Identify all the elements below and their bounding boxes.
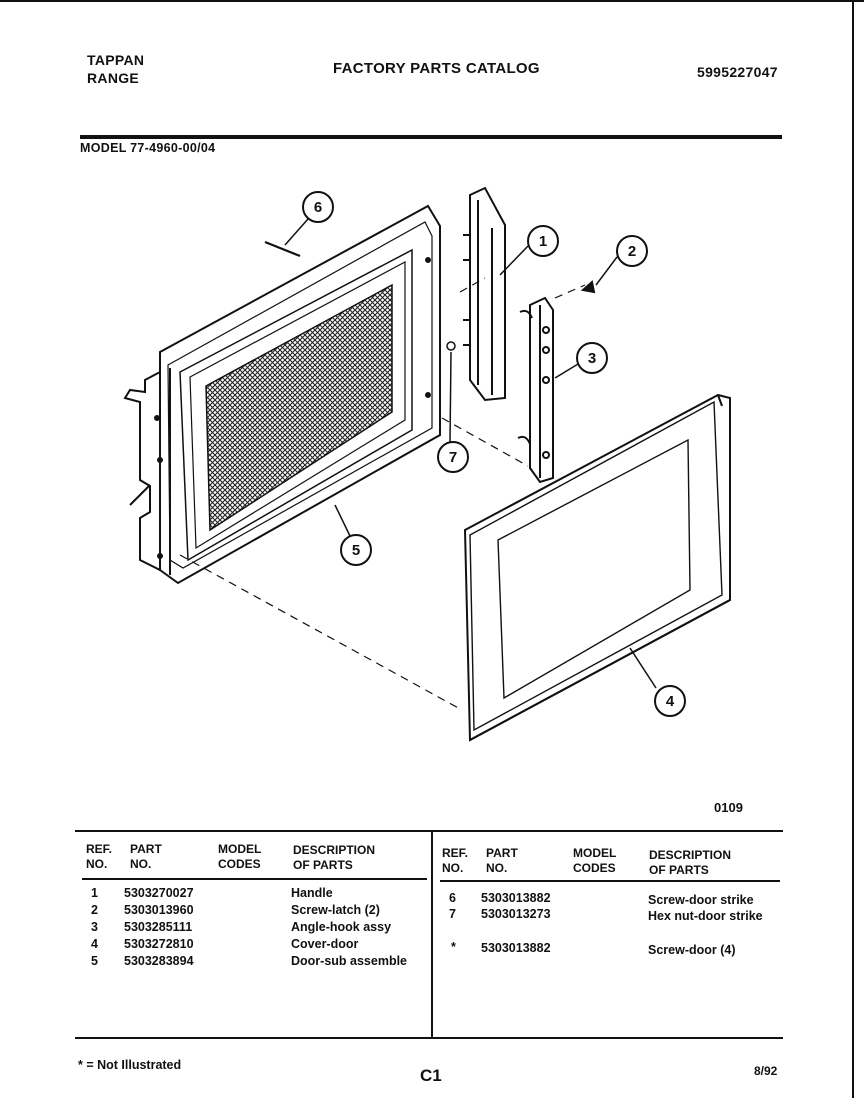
callout-1-label: 1 [539, 233, 547, 250]
right-header-model-1: MODEL [573, 846, 617, 860]
callout-7 [437, 441, 469, 473]
not-illustrated-note: * = Not Illustrated [78, 1058, 182, 1072]
row-ref: 3 [91, 920, 98, 934]
assembly-guide-lines [179, 277, 586, 711]
row-part: 5303013882 [481, 891, 551, 905]
callout-2-label: 2 [628, 243, 636, 260]
callout-2 [616, 235, 648, 267]
catalog-title: FACTORY PARTS CATALOG [333, 60, 540, 77]
callout-4-label: 4 [666, 693, 675, 710]
row-part: 5303270027 [124, 886, 194, 900]
row-desc: Door-sub assemble [291, 954, 408, 968]
screw-door-strike [264, 240, 301, 258]
left-header-ref-2: NO. [86, 857, 108, 871]
right-header-part-2: NO. [486, 861, 508, 875]
right-header-ref-2: NO. [442, 861, 464, 875]
model-number: MODEL 77-4960-00/04 [80, 141, 216, 155]
row-part: 5303013882 [481, 941, 551, 955]
right-header-part-1: PART [486, 846, 518, 860]
row-desc: Angle-hook assy [291, 920, 392, 934]
callout-5-label: 5 [352, 542, 360, 559]
table-top-rule [75, 830, 783, 832]
table-divider [431, 830, 433, 1039]
row-desc: Cover-door [291, 937, 359, 951]
right-header-desc-1: DESCRIPTION [649, 848, 732, 862]
page-number: C1 [420, 1066, 442, 1085]
right-header-model-2: CODES [573, 861, 616, 875]
table-header-rule-left [82, 878, 427, 880]
right-header-desc-2: OF PARTS [649, 863, 709, 877]
angle-hook-assembly [517, 296, 554, 484]
callout-3-label: 3 [588, 350, 596, 367]
left-header-desc-1: DESCRIPTION [293, 843, 376, 857]
table-bottom-rule [75, 1037, 783, 1039]
left-header-desc-2: OF PARTS [293, 858, 353, 872]
row-desc: Handle [291, 886, 333, 900]
page-border-top [0, 0, 864, 2]
screw-latch [580, 280, 596, 294]
cover-door-glass [463, 393, 731, 742]
callout-4 [654, 685, 686, 717]
header-rule [80, 135, 782, 139]
left-header-part-1: PART [130, 842, 162, 856]
row-ref: 2 [91, 903, 98, 917]
handle-part [463, 186, 506, 402]
left-header-model-1: MODEL [218, 842, 262, 856]
row-part: 5303285111 [124, 920, 193, 934]
row-ref: 1 [91, 886, 98, 900]
callout-5 [340, 534, 372, 566]
row-ref: 7 [449, 907, 456, 921]
page-border-right [852, 0, 854, 1098]
callout-7-label: 7 [449, 449, 457, 466]
left-header-model-2: CODES [218, 857, 261, 871]
row-ref: 5 [91, 954, 98, 968]
row-desc: Screw-door (4) [648, 943, 736, 957]
callout-6 [302, 191, 334, 223]
callout-1 [527, 225, 559, 257]
exploded-parts-diagram: 6 1 2 3 7 5 4 [123, 186, 731, 742]
callout-3 [576, 342, 608, 374]
callout-circles [302, 191, 686, 717]
brand-name: TAPPAN [87, 52, 145, 68]
left-header-part-2: NO. [130, 857, 152, 871]
table-header-rule-right [440, 880, 780, 882]
row-part: 5303013273 [481, 907, 551, 921]
door-sub-assembly [123, 204, 441, 585]
row-part: 5303272810 [124, 937, 194, 951]
left-header-ref-1: REF. [86, 842, 113, 856]
product-name: RANGE [87, 70, 140, 86]
row-part: 5303283894 [124, 954, 194, 968]
row-ref: * [451, 940, 456, 954]
row-ref: 4 [91, 937, 98, 951]
callout-6-label: 6 [314, 199, 322, 216]
row-ref: 6 [449, 891, 456, 905]
callout-leaders [284, 218, 657, 689]
hex-nut [446, 341, 456, 351]
row-desc: Screw-door strike [648, 893, 754, 907]
catalog-number: 5995227047 [697, 64, 778, 80]
row-desc: Screw-latch (2) [291, 903, 380, 917]
row-desc: Hex nut-door strike [648, 909, 763, 923]
row-part: 5303013960 [124, 903, 194, 917]
print-date: 8/92 [754, 1064, 778, 1078]
right-header-ref-1: REF. [442, 846, 469, 860]
diagram-code: 0109 [714, 800, 743, 815]
